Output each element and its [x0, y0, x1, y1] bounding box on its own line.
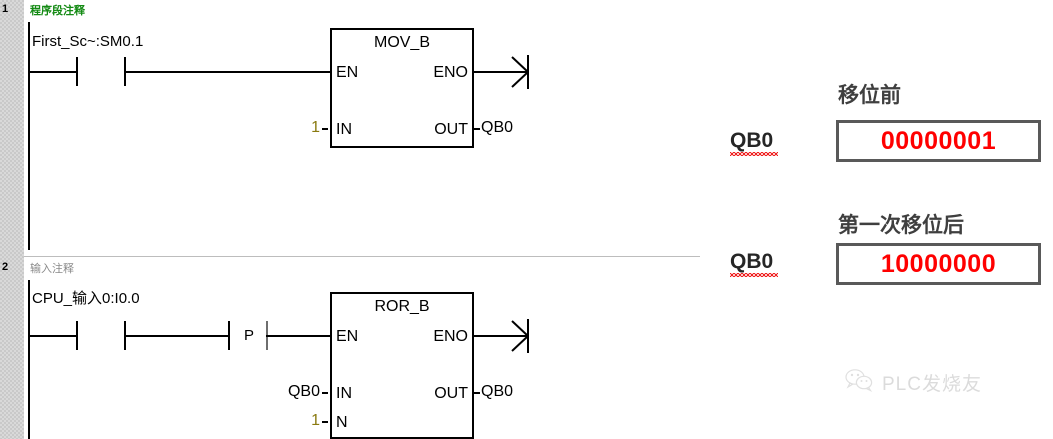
rung-continuation-arrow-icon: [508, 319, 530, 353]
rung-wire: [474, 71, 520, 73]
contact-bar-left: [76, 321, 78, 350]
value-box: 00000001: [836, 120, 1041, 162]
contact-bar-left: [76, 57, 78, 86]
rung-wire: [124, 335, 230, 337]
contact-operand[interactable]: First_Sc~:SM0.1: [32, 33, 144, 50]
edge-bar-left: [228, 321, 230, 350]
pin-out: OUT: [434, 385, 468, 402]
pin-en: EN: [336, 328, 359, 345]
pin-eno: ENO: [433, 328, 468, 345]
pin-n: N: [336, 414, 348, 431]
rung-separator: [24, 256, 700, 257]
function-block-title: MOV_B: [373, 34, 430, 51]
rung-number: 2: [2, 261, 9, 273]
panel-tag: QB0: [730, 129, 774, 152]
ladder-rung-1[interactable]: 1 程序段注释 First_Sc~:SM0.1 MOV_B EN ENO IN …: [0, 0, 700, 256]
function-block-mov-b[interactable]: MOV_B EN ENO IN OUT: [330, 28, 474, 148]
ladder-editor: 1 程序段注释 First_Sc~:SM0.1 MOV_B EN ENO IN …: [0, 0, 700, 439]
rung-wire: [28, 71, 76, 73]
watermark-text: PLC发烧友: [882, 374, 982, 395]
explanation-panel: 移位前 QB0 00000001 第一次移位后 QB0 10000000: [700, 0, 1053, 439]
pin-out-tick: [474, 392, 480, 394]
pin-out-value[interactable]: QB0: [481, 119, 514, 136]
spellcheck-underline: [730, 152, 778, 156]
function-block-title: ROR_B: [374, 298, 430, 315]
rung-gutter: [0, 256, 24, 439]
pin-n-tick: [322, 421, 328, 423]
pin-in-tick: [322, 128, 328, 130]
pin-in: IN: [336, 121, 352, 138]
value-text: 00000001: [880, 127, 997, 155]
pin-in-tick: [322, 392, 328, 394]
wechat-icon: [845, 368, 875, 397]
panel-heading: 移位前: [838, 84, 901, 107]
panel-tag: QB0: [730, 250, 774, 273]
pin-out-tick: [474, 128, 480, 130]
power-rail: [28, 280, 30, 439]
rung-wire: [266, 335, 330, 337]
rung-wire: [28, 335, 76, 337]
pin-in-value[interactable]: 1: [311, 119, 320, 136]
pin-out: OUT: [434, 121, 468, 138]
spellcheck-underline: [730, 273, 778, 277]
contact-operand[interactable]: CPU_输入0:I0.0: [32, 290, 140, 307]
panel-heading: 第一次移位后: [838, 214, 964, 237]
pin-in: IN: [336, 385, 352, 402]
pin-n-value[interactable]: 1: [311, 412, 320, 429]
pin-in-value[interactable]: QB0: [287, 383, 320, 400]
network-comment[interactable]: 程序段注释: [30, 5, 85, 17]
value-box: 10000000: [836, 243, 1041, 285]
rung-number: 1: [2, 3, 9, 15]
ladder-rung-2[interactable]: 2 输入注释 CPU_输入0:I0.0 P ROR_B EN ENO IN: [0, 256, 700, 439]
rung-continuation-arrow-icon: [508, 55, 530, 89]
power-rail: [28, 22, 30, 250]
network-comment[interactable]: 输入注释: [30, 263, 74, 275]
positive-edge-label[interactable]: P: [244, 327, 255, 344]
pin-eno: ENO: [433, 64, 468, 81]
pin-out-value[interactable]: QB0: [481, 383, 514, 400]
pin-en: EN: [336, 64, 359, 81]
function-block-ror-b[interactable]: ROR_B EN ENO IN OUT N: [330, 292, 474, 439]
value-text: 10000000: [880, 250, 997, 278]
rung-wire: [124, 71, 330, 73]
rung-gutter: [0, 0, 24, 256]
watermark: PLC发烧友: [845, 368, 982, 397]
rung-wire: [474, 335, 520, 337]
